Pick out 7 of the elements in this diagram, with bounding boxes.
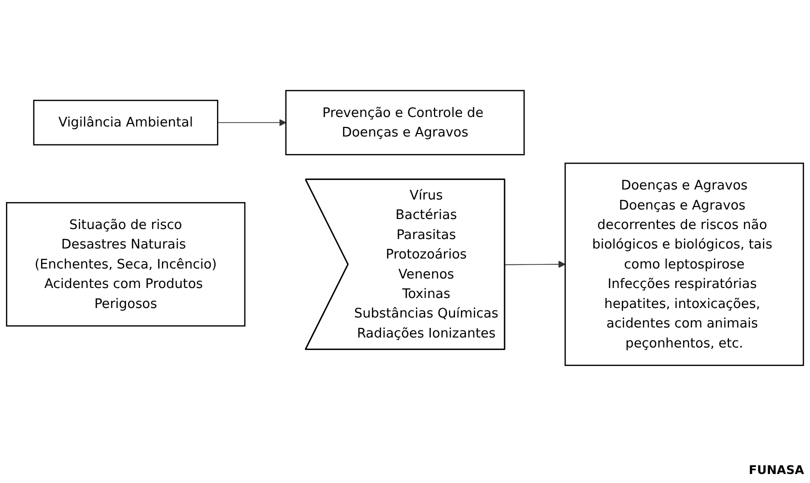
node-box: Doenças e Agravos Doenças e Agravos decorrentes de riscos não biológicos e biológicos, tais como leptospirose Infecções respiratórias hepatites, intoxicações, acidentes com animais peçonhentos, etc. — [564, 162, 804, 366]
node-box: Situação de risco Desastres Naturais (Enchentes, Seca, Incêncio) Acidentes com Produtos Perigosos — [6, 202, 246, 326]
arrow — [504, 260, 566, 268]
node-box: Vigilância Ambiental — [33, 99, 218, 145]
source-label: FUNASA — [748, 463, 804, 477]
arrow — [217, 118, 286, 126]
node-box: Prevenção e Controle de Doenças e Agravos — [285, 90, 525, 155]
